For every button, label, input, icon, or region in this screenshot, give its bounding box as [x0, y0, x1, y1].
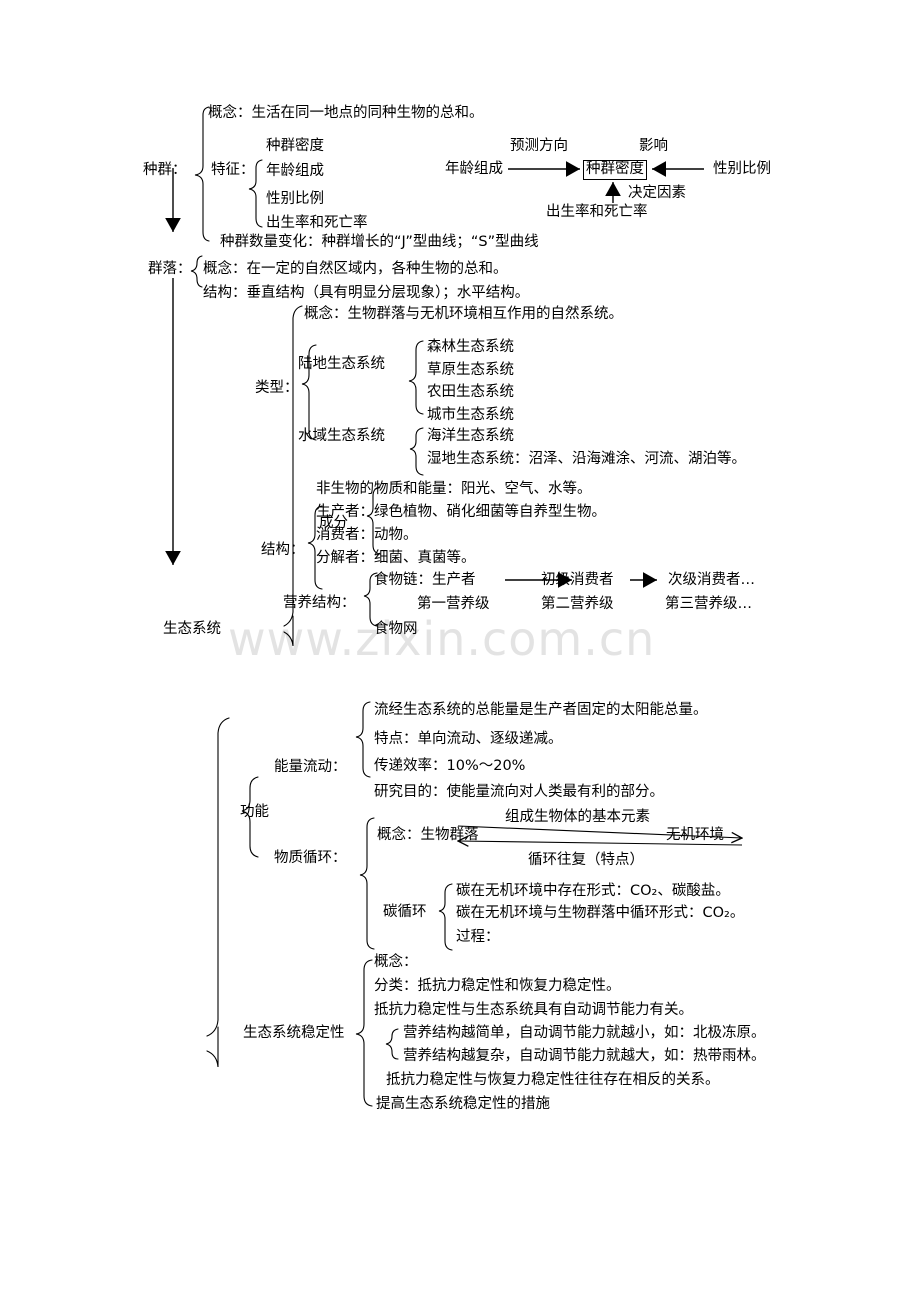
components-item-0: 非生物的物质和能量：阳光、空气、水等。: [316, 481, 592, 497]
stability-item-1: 分类：抵抗力稳定性和恢复力稳定性。: [374, 978, 621, 994]
community-item-0: 概念：在一定的自然区域内，各种生物的总和。: [203, 261, 508, 277]
functions-root: 功能: [240, 804, 269, 820]
population-quantity-change: 种群数量变化：种群增长的“J”型曲线；“S”型曲线: [220, 234, 539, 250]
energy-flow-item-1: 特点：单向流动、逐级递减。: [374, 731, 563, 747]
population-traits-label: 特征：: [211, 162, 255, 178]
diagram-center-node: 种群密度: [583, 160, 647, 180]
matter-cycle-label: 物质循环：: [274, 850, 347, 866]
population-trait-2: 性别比例: [266, 191, 324, 207]
food-chain-1: 初级消费者: [541, 572, 614, 588]
trophic-label: 营养结构：: [283, 595, 356, 611]
components-item-1: 生产者：绿色植物、硝化细菌等自养型生物。: [316, 504, 606, 520]
stability-item-0: 概念：: [374, 954, 418, 970]
stability-sub-item-1: 营养结构越复杂，自动调节能力就越大，如：热带雨林。: [403, 1048, 766, 1064]
population-trait-1: 年龄组成: [266, 163, 324, 179]
diagram-left-arrow-label: 预测方向: [510, 138, 568, 154]
diagram-right-arrow-label: 影响: [639, 138, 668, 154]
trophic-level-1: 第二营养级: [541, 596, 614, 612]
diagram-bottom-node: 出生率和死亡率: [546, 204, 648, 220]
carbon-cycle-label: 碳循环: [383, 904, 427, 920]
watermark: www.zixin.com.cn: [228, 612, 656, 666]
terrestrial-item-1: 草原生态系统: [427, 362, 514, 378]
trophic-level-2: 第三营养级…: [665, 596, 752, 612]
diagram-right-node: 性别比例: [713, 161, 771, 177]
energy-flow-label: 能量流动：: [274, 759, 347, 775]
food-chain-prefix: 食物链：: [374, 572, 432, 588]
carbon-cycle-item-2: 过程：: [456, 929, 500, 945]
ecosystem-concept: 概念：生物群落与无机环境相互作用的自然系统。: [304, 306, 623, 322]
components-item-2: 消费者：动物。: [316, 527, 418, 543]
carbon-cycle-item-0: 碳在无机环境中存在形式：CO₂、碳酸盐。: [456, 883, 730, 899]
stability-item-2: 抵抗力稳定性与生态系统具有自动调节能力有关。: [374, 1002, 693, 1018]
community-item-1: 结构：垂直结构（具有明显分层现象）；水平结构。: [203, 285, 530, 301]
terrestrial-label: 陆地生态系统: [298, 356, 385, 372]
population-trait-3: 出生率和死亡率: [266, 215, 368, 231]
energy-flow-item-2: 传递效率：10%～20%: [374, 758, 526, 774]
terrestrial-item-3: 城市生态系统: [427, 407, 514, 423]
diagram-bottom-arrow-label: 决定因素: [628, 185, 686, 201]
matter-cycle-concept: 概念：生物群落: [377, 827, 479, 843]
diagram-left-node: 年龄组成: [445, 161, 503, 177]
ecosystem-types-label: 类型：: [255, 380, 299, 396]
food-web: 食物网: [374, 621, 418, 637]
matter-cycle-bottom-label: 循环往复（特点）: [528, 852, 644, 868]
stability-root: 生态系统稳定性: [243, 1025, 345, 1041]
stability-tail-item-1: 提高生态系统稳定性的措施: [376, 1096, 550, 1112]
components-item-3: 分解者：细菌、真菌等。: [316, 550, 476, 566]
aquatic-item-0: 海洋生态系统: [427, 428, 514, 444]
terrestrial-item-0: 森林生态系统: [427, 339, 514, 355]
energy-flow-item-3: 研究目的：使能量流向对人类最有利的部分。: [374, 784, 664, 800]
energy-flow-item-0: 流经生态系统的总能量是生产者固定的太阳能总量。: [374, 702, 708, 718]
matter-cycle-right: 无机环境: [666, 827, 724, 843]
ecosystem-root: 生态系统: [163, 621, 221, 637]
food-chain-2: 次级消费者…: [668, 572, 755, 588]
matter-cycle-top-label: 组成生物体的基本元素: [505, 809, 650, 825]
aquatic-item-1: 湿地生态系统：沼泽、沿海滩涂、河流、湖泊等。: [427, 451, 746, 467]
components-label: 成分: [319, 515, 348, 531]
terrestrial-item-2: 农田生态系统: [427, 384, 514, 400]
population-concept: 概念：生活在同一地点的同种生物的总和。: [208, 105, 484, 121]
trophic-level-0: 第一营养级: [417, 596, 490, 612]
ecosystem-structure-label: 结构：: [261, 542, 305, 558]
community-root: 群落：: [148, 261, 192, 277]
population-root: 种群：: [143, 162, 187, 178]
aquatic-label: 水域生态系统: [298, 428, 385, 444]
population-trait-0: 种群密度: [266, 138, 324, 154]
food-chain-0: 生产者: [432, 572, 476, 588]
stability-tail-item-0: 抵抗力稳定性与恢复力稳定性往往存在相反的关系。: [386, 1072, 720, 1088]
stability-sub-item-0: 营养结构越简单，自动调节能力就越小，如：北极冻原。: [403, 1025, 766, 1041]
carbon-cycle-item-1: 碳在无机环境与生物群落中循环形式：CO₂。: [456, 905, 745, 921]
